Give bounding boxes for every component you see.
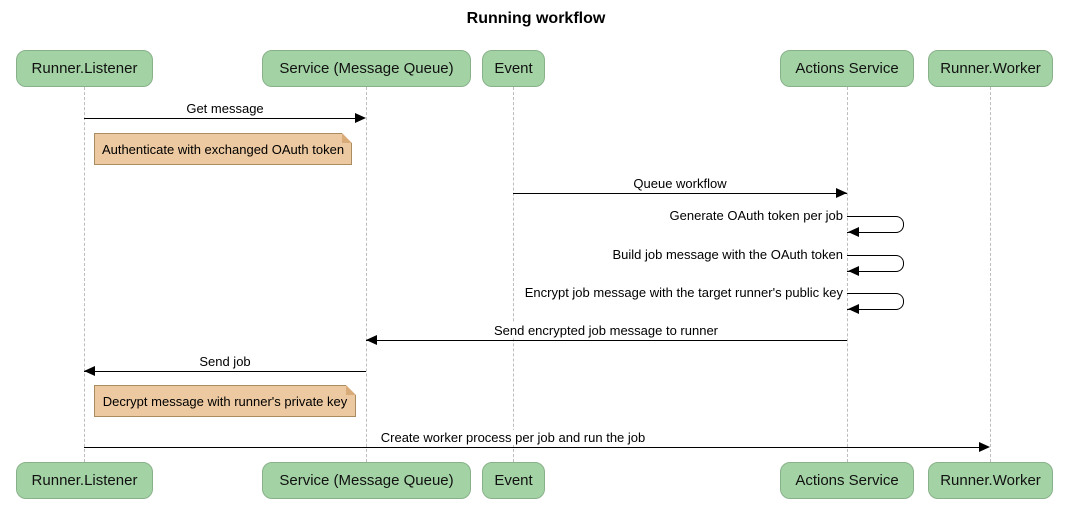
note-authenticate-oauth: Authenticate with exchanged OAuth token <box>94 133 352 165</box>
message-line-create-worker <box>84 447 980 448</box>
note-decrypt-message: Decrypt message with runner's private ke… <box>94 385 356 417</box>
diagram-title: Running workflow <box>466 10 606 27</box>
message-label-create-worker: Create worker process per job and run th… <box>378 430 648 445</box>
participant-top-runner-listener: Runner.Listener <box>16 50 153 87</box>
self-loop-line <box>847 293 904 310</box>
message-line-send-job <box>84 371 366 372</box>
self-loop-line <box>847 255 904 272</box>
arrowhead-right-icon <box>836 188 847 198</box>
lifeline-service-message-queue <box>366 87 367 462</box>
arrowhead-right-icon <box>355 113 366 123</box>
message-label-send-encrypted: Send encrypted job message to runner <box>491 323 721 338</box>
self-loop-line <box>847 216 904 233</box>
arrowhead-left-icon <box>366 335 377 345</box>
message-label-build-job-message: Build job message with the OAuth token <box>612 247 843 262</box>
message-line-queue-workflow <box>513 193 847 194</box>
participant-bottom-service-message-queue: Service (Message Queue) <box>262 462 471 499</box>
participant-bottom-runner-worker: Runner.Worker <box>928 462 1053 499</box>
arrowhead-right-icon <box>979 442 990 452</box>
lifeline-runner-worker <box>990 87 991 462</box>
participant-top-service-message-queue: Service (Message Queue) <box>262 50 471 87</box>
message-label-generate-oauth: Generate OAuth token per job <box>669 208 843 223</box>
message-label-get-message: Get message <box>184 101 266 116</box>
arrowhead-left-icon <box>84 366 95 376</box>
arrowhead-left-icon <box>848 227 859 237</box>
message-line-send-encrypted <box>366 340 847 341</box>
note-text: Authenticate with exchanged OAuth token <box>101 141 345 157</box>
participant-bottom-runner-listener: Runner.Listener <box>16 462 153 499</box>
message-label-queue-workflow: Queue workflow <box>631 176 729 191</box>
arrowhead-left-icon <box>848 266 859 276</box>
lifeline-runner-listener <box>84 87 85 462</box>
note-fold-icon <box>342 133 352 143</box>
arrowhead-left-icon <box>848 304 859 314</box>
participant-bottom-actions-service: Actions Service <box>780 462 914 499</box>
participant-top-actions-service: Actions Service <box>780 50 914 87</box>
participant-top-event: Event <box>482 50 545 87</box>
lifeline-event <box>513 87 514 462</box>
message-label-send-job: Send job <box>197 354 253 369</box>
note-text: Decrypt message with runner's private ke… <box>102 393 348 409</box>
participant-top-runner-worker: Runner.Worker <box>928 50 1053 87</box>
message-label-encrypt-job-message: Encrypt job message with the target runn… <box>524 285 843 300</box>
note-fold-icon <box>346 385 356 395</box>
message-line-get-message <box>84 118 356 119</box>
lifeline-actions-service <box>847 87 848 462</box>
participant-bottom-event: Event <box>482 462 545 499</box>
